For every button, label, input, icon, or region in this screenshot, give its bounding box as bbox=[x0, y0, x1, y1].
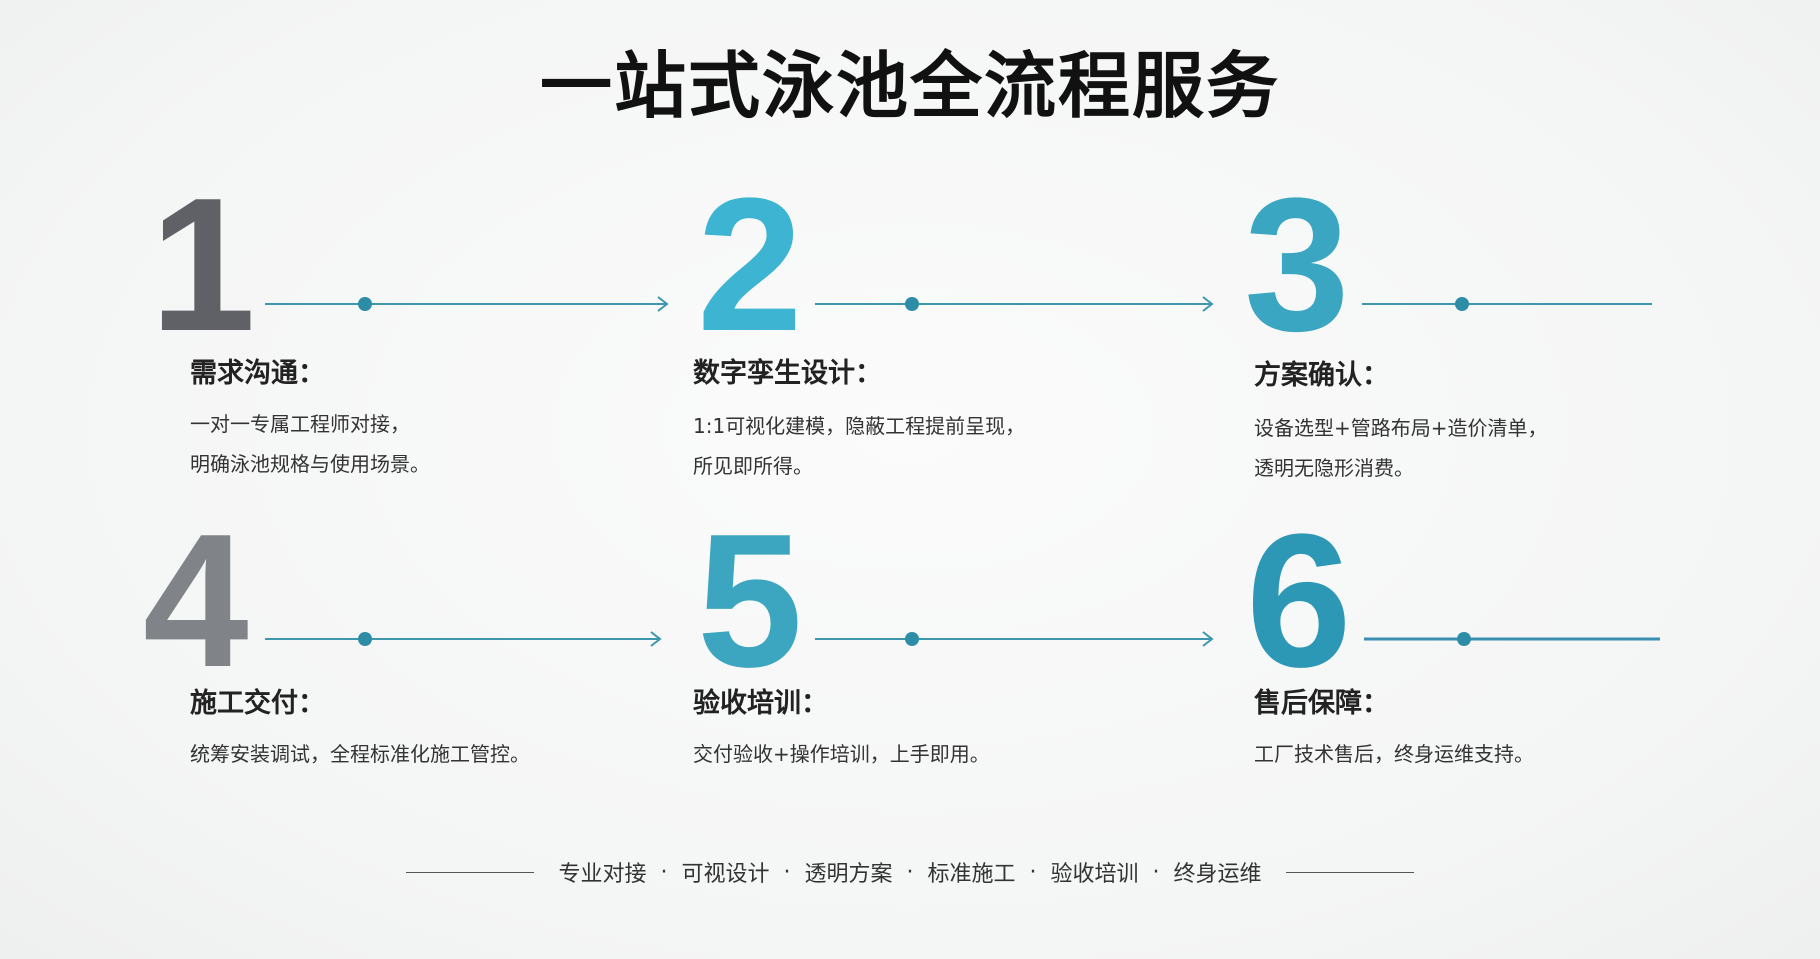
step-title-3: 方案确认： bbox=[1254, 360, 1389, 391]
step-title-6: 售后保障： bbox=[1254, 688, 1389, 719]
step-desc-line: 设备选型+管路布局+造价清单， bbox=[1254, 416, 1548, 440]
step-number-3: 3 bbox=[1244, 159, 1350, 371]
step-desc-line: 工厂技术售后，终身运维支持。 bbox=[1254, 742, 1534, 766]
footer-item: 验收培训 bbox=[1050, 862, 1139, 887]
step-number-6: 6 bbox=[1246, 495, 1352, 707]
step-3: 3 方案确认： 设备选型+管路布局+造价清单， 透明无隐形消费。 bbox=[1244, 159, 1714, 490]
footer-rule-left bbox=[406, 871, 535, 873]
footer-summary: 专业对接 · 可视设计 · 透明方案 · 标准施工 · 验收培训 · 终身运维 bbox=[0, 852, 1820, 892]
step-6: 6 售后保障： 工厂技术售后，终身运维支持。 bbox=[1246, 495, 1716, 826]
step-number-1: 1 bbox=[150, 159, 256, 371]
footer-separator: · bbox=[660, 859, 668, 885]
step-5: 5 验收培训： 交付验收+操作培训，上手即用。 bbox=[693, 495, 1214, 826]
footer-item: 透明方案 bbox=[804, 862, 893, 887]
footer-separator: · bbox=[906, 859, 914, 885]
footer-separator: · bbox=[783, 859, 791, 885]
step-desc-1: 一对一专属工程师对接， 明确泳池规格与使用场景。 bbox=[190, 404, 430, 484]
footer-separator: · bbox=[1152, 859, 1160, 885]
step-4: 4 施工交付： 统筹安装调试，全程标准化施工管控。 bbox=[143, 495, 662, 826]
step-desc-line: 1:1可视化建模，隐蔽工程提前呈现， bbox=[693, 414, 1026, 438]
step-desc-line: 统筹安装调试，全程标准化施工管控。 bbox=[190, 742, 530, 766]
step-desc-line: 所见即所得。 bbox=[693, 454, 813, 478]
footer-separator: · bbox=[1029, 859, 1037, 885]
step-1: 1 需求沟通： 一对一专属工程师对接， 明确泳池规格与使用场景。 bbox=[150, 159, 669, 490]
step-title-2: 数字孪生设计： bbox=[693, 358, 882, 389]
step-title-5: 验收培训： bbox=[693, 688, 828, 719]
footer-rule-right bbox=[1285, 871, 1414, 873]
step-desc-line: 交付验收+操作培训，上手即用。 bbox=[693, 742, 990, 766]
step-desc-4: 统筹安装调试，全程标准化施工管控。 bbox=[190, 734, 530, 774]
footer-item: 可视设计 bbox=[681, 862, 770, 887]
step-number-5: 5 bbox=[697, 495, 803, 707]
step-desc-5: 交付验收+操作培训，上手即用。 bbox=[693, 734, 990, 774]
step-desc-6: 工厂技术售后，终身运维支持。 bbox=[1254, 734, 1534, 774]
step-connector-6 bbox=[1364, 631, 1660, 647]
step-connector-1 bbox=[265, 296, 670, 312]
step-connector-5 bbox=[815, 631, 1215, 647]
step-connector-3 bbox=[1362, 296, 1652, 312]
step-desc-line: 透明无隐形消费。 bbox=[1254, 456, 1414, 480]
step-number-4: 4 bbox=[143, 495, 249, 707]
step-number-2: 2 bbox=[697, 159, 803, 371]
step-desc-2: 1:1可视化建模，隐蔽工程提前呈现， 所见即所得。 bbox=[693, 406, 1025, 486]
footer-items: 专业对接 · 可视设计 · 透明方案 · 标准施工 · 验收培训 · 终身运维 bbox=[558, 856, 1261, 888]
step-title-4: 施工交付： bbox=[190, 688, 325, 719]
footer-item: 专业对接 bbox=[558, 862, 647, 887]
step-connector-4 bbox=[265, 631, 663, 647]
step-connector-2 bbox=[815, 296, 1215, 312]
step-desc-line: 明确泳池规格与使用场景。 bbox=[190, 452, 430, 476]
step-desc-line: 一对一专属工程师对接， bbox=[190, 412, 410, 436]
step-2: 2 数字孪生设计： 1:1可视化建模，隐蔽工程提前呈现， 所见即所得。 bbox=[693, 159, 1214, 490]
page-title: 一站式泳池全流程服务 bbox=[539, 44, 1280, 128]
step-desc-3: 设备选型+管路布局+造价清单， 透明无隐形消费。 bbox=[1254, 408, 1548, 488]
footer-item: 终身运维 bbox=[1173, 862, 1262, 887]
footer-item: 标准施工 bbox=[927, 862, 1016, 887]
step-title-1: 需求沟通： bbox=[190, 358, 325, 389]
